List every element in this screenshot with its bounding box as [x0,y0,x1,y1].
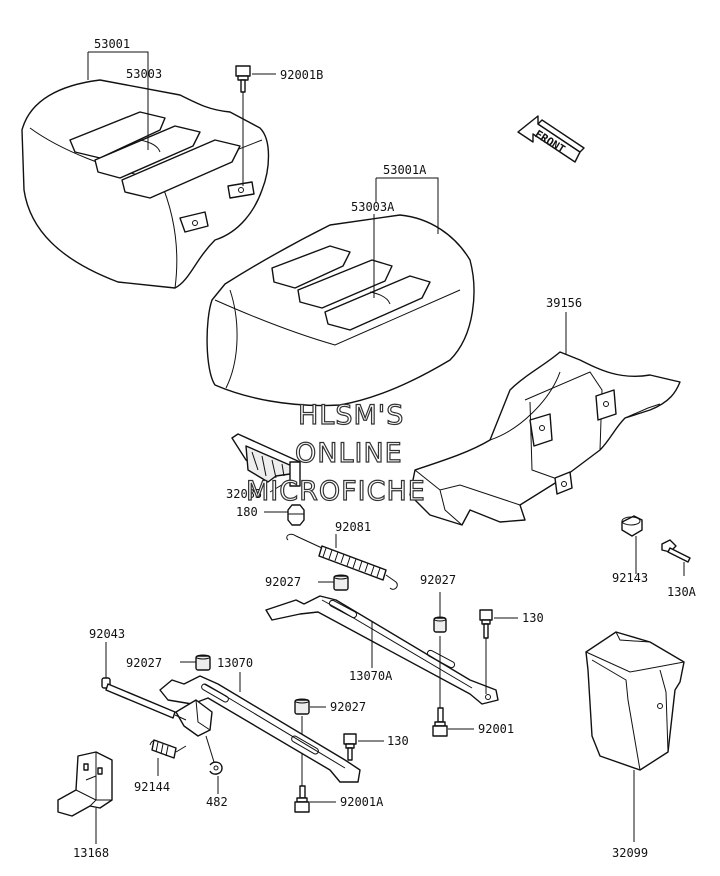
collar-92027-left [195,654,211,671]
label-92027-lower: 92027 [330,700,366,714]
leader-lines [87,51,685,844]
label-92027-right: 92027 [420,573,456,587]
label-32085: 32085 [226,487,262,501]
label-53003a: 53003A [351,200,395,214]
front-direction-arrow: FRONT [517,115,585,163]
label-53003: 53003 [126,67,162,81]
spring-92081 [286,533,398,590]
spring-92144 [149,739,187,759]
bolt-130-lower [343,733,357,761]
bolt-130a [661,539,691,563]
bracket-13168 [57,751,113,817]
latch-32085 [231,433,301,487]
label-92027-left: 92027 [126,656,162,670]
grommet-92143 [621,515,643,537]
bolt-92001a [294,716,310,813]
pin-92043 [101,677,187,721]
label-482: 482 [206,795,228,809]
label-92001b: 92001B [280,68,323,82]
bracket-13070a [265,595,499,705]
label-13070: 13070 [217,656,253,670]
collar-92027-upper [333,574,349,591]
label-39156: 39156 [546,296,582,310]
label-92001: 92001 [478,722,514,736]
bin-32099 [585,631,685,771]
part-labels: 53001 53003 92001B 53001A 53003A 39156 3… [73,37,697,860]
label-13168: 13168 [73,846,109,860]
watermark: HLSM'S ONLINE MICROFICHE [245,399,426,507]
tray-39156 [409,351,681,526]
collar-92027-right [433,616,447,633]
label-180: 180 [236,505,258,519]
watermark-line-2: ONLINE [295,438,403,469]
label-13070a: 13070A [349,669,393,683]
bolt-130-upper [479,609,493,694]
label-130-lower: 130 [387,734,409,748]
nut-180 [287,504,305,526]
label-53001a: 53001A [383,163,427,177]
label-92143: 92143 [612,571,648,585]
watermark-line-1: HLSM'S [298,400,404,431]
label-32099: 32099 [612,846,648,860]
bolt-92001b [235,65,251,186]
bracket-13070 [159,675,361,783]
watermark-line-3: MICROFICHE [246,476,426,507]
label-92081: 92081 [335,520,371,534]
bolt-92001 [432,636,448,737]
seat-53001 [21,79,270,289]
label-130a-bolt: 130A [667,585,697,599]
clip-482 [205,735,223,775]
seat-53001a [206,214,475,407]
collar-92027-lower [294,698,310,715]
label-53001: 53001 [94,37,130,51]
label-92001a: 92001A [340,795,384,809]
label-130-upper: 130 [522,611,544,625]
label-92144: 92144 [134,780,170,794]
label-92027-upper: 92027 [265,575,301,589]
label-92043: 92043 [89,627,125,641]
